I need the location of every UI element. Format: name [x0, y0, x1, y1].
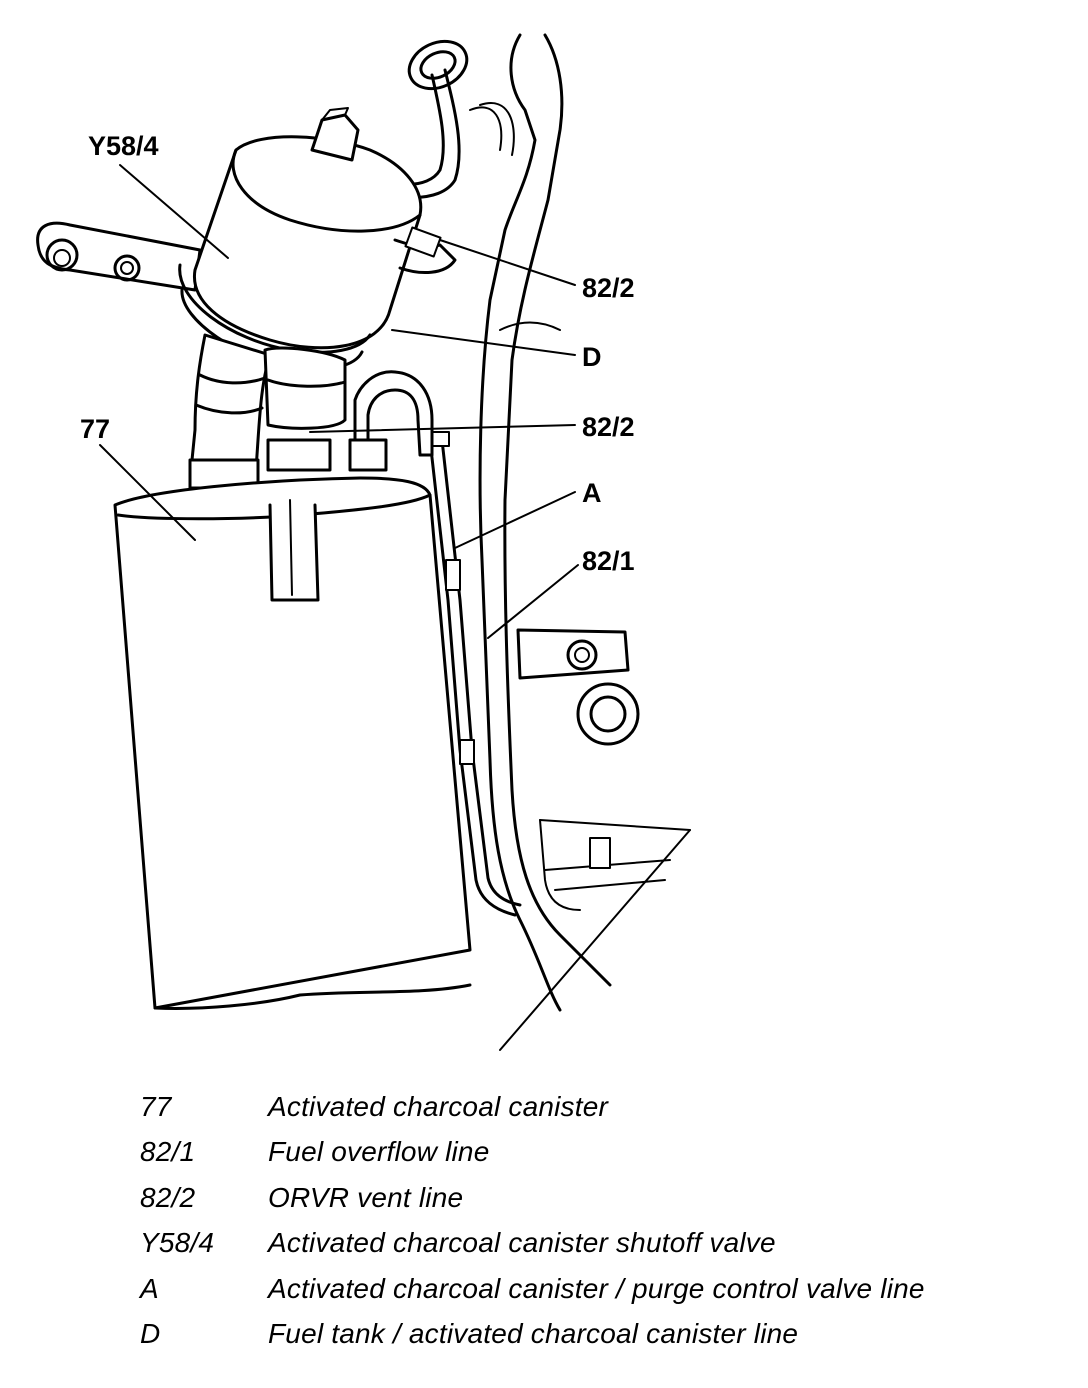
- legend-code: A: [140, 1272, 159, 1304]
- legend-row: 82/2 ORVR vent line: [140, 1175, 1070, 1221]
- legend-row: 77 Activated charcoal canister: [140, 1084, 1070, 1130]
- connector-hoses: [188, 333, 434, 490]
- legend-description: Activated charcoal canister / purge cont…: [268, 1272, 925, 1304]
- legend-row: 82/1 Fuel overflow line: [140, 1130, 1070, 1176]
- legend-row: Y58/4 Activated charcoal canister shutof…: [140, 1221, 1070, 1267]
- leader-lines: [99, 164, 579, 639]
- legend-description: Activated charcoal canister: [268, 1090, 609, 1122]
- legend-description: Fuel tank / activated charcoal canister …: [268, 1318, 799, 1350]
- legend-row: A Activated charcoal canister / purge co…: [140, 1266, 1070, 1312]
- component-diagram: Y58/4 82/2 D 82/2 77 A 82/1: [36, 33, 691, 1051]
- legend-description: Activated charcoal canister shutoff valv…: [268, 1227, 776, 1259]
- callout-d: D: [582, 342, 602, 372]
- legend: 77 Activated charcoal canister 82/1 Fuel…: [140, 1084, 1070, 1357]
- left-bracket: [36, 221, 202, 292]
- right-bracket: [516, 628, 640, 746]
- callout-y58-4: Y58/4: [88, 131, 159, 161]
- body-panel: [478, 33, 691, 1051]
- legend-code: 82/2: [140, 1181, 196, 1213]
- shutoff-valve: [178, 107, 457, 371]
- legend-description: Fuel overflow line: [268, 1136, 490, 1168]
- legend-code: D: [140, 1318, 161, 1350]
- callout-a: A: [582, 478, 602, 508]
- callout-77: 77: [80, 414, 110, 444]
- legend-code: 77: [140, 1090, 172, 1122]
- charcoal-canister: [113, 476, 472, 1010]
- legend-row: D Fuel tank / activated charcoal caniste…: [140, 1312, 1070, 1358]
- callout-82-2-top: 82/2: [582, 273, 635, 303]
- legend-code: Y58/4: [140, 1227, 215, 1259]
- legend-description: ORVR vent line: [268, 1181, 464, 1213]
- callout-82-1: 82/1: [582, 546, 635, 576]
- callout-82-2-mid: 82/2: [582, 412, 635, 442]
- legend-code: 82/1: [140, 1136, 196, 1168]
